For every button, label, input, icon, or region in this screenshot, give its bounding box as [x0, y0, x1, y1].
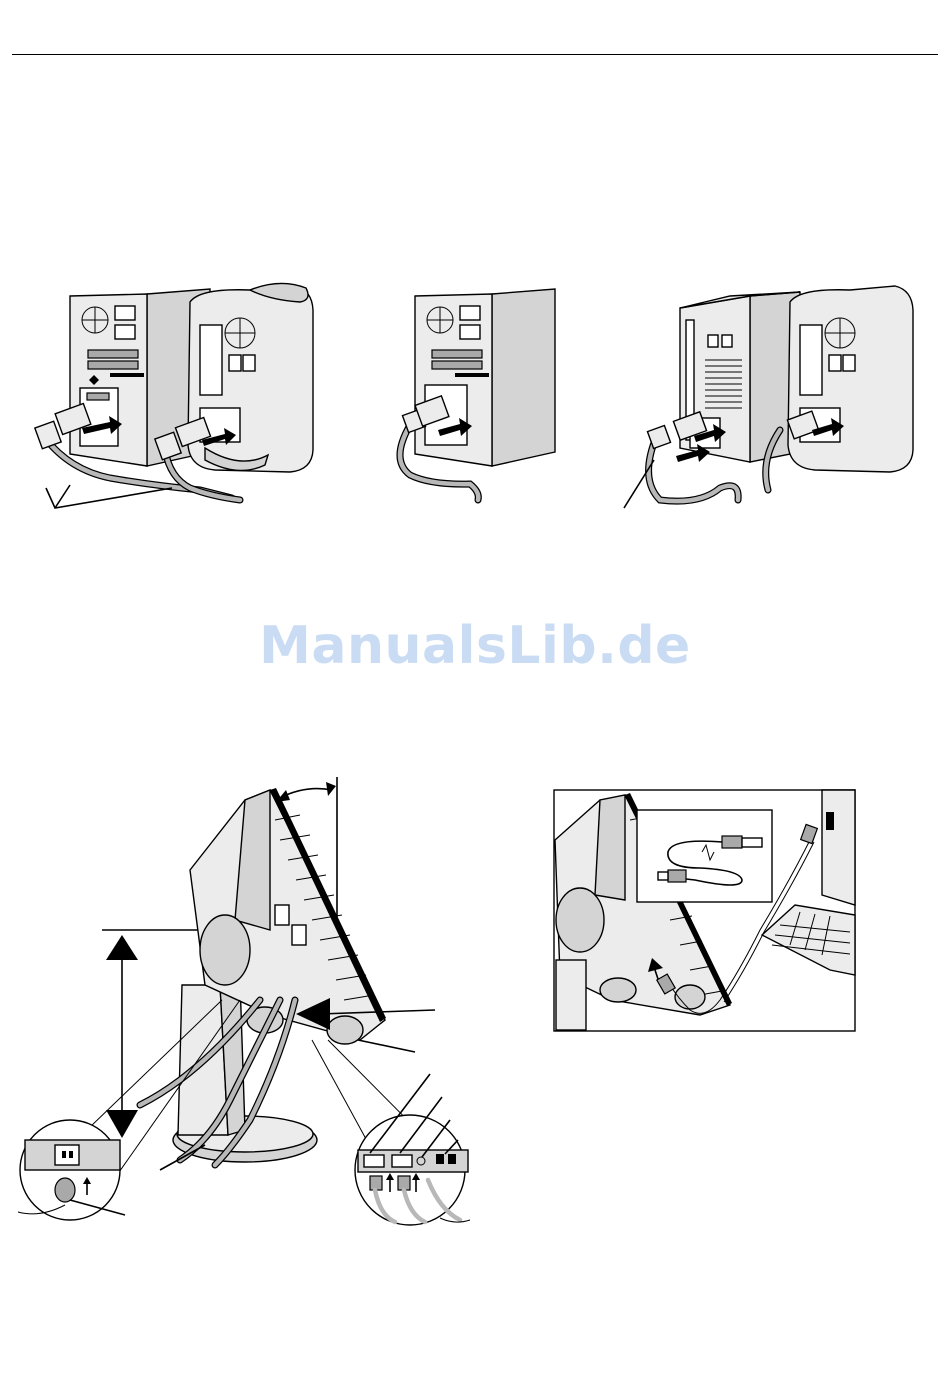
- watermark-text: ManualsLib.de: [0, 616, 950, 676]
- figure-pc-dvi-cable: [400, 289, 555, 500]
- figure-pc-mac-adapters: [35, 283, 313, 508]
- figure-pc-mac-dvi: [624, 286, 913, 508]
- figure-usb-connection: [554, 790, 855, 1031]
- figure-monitor-rear: [18, 777, 470, 1225]
